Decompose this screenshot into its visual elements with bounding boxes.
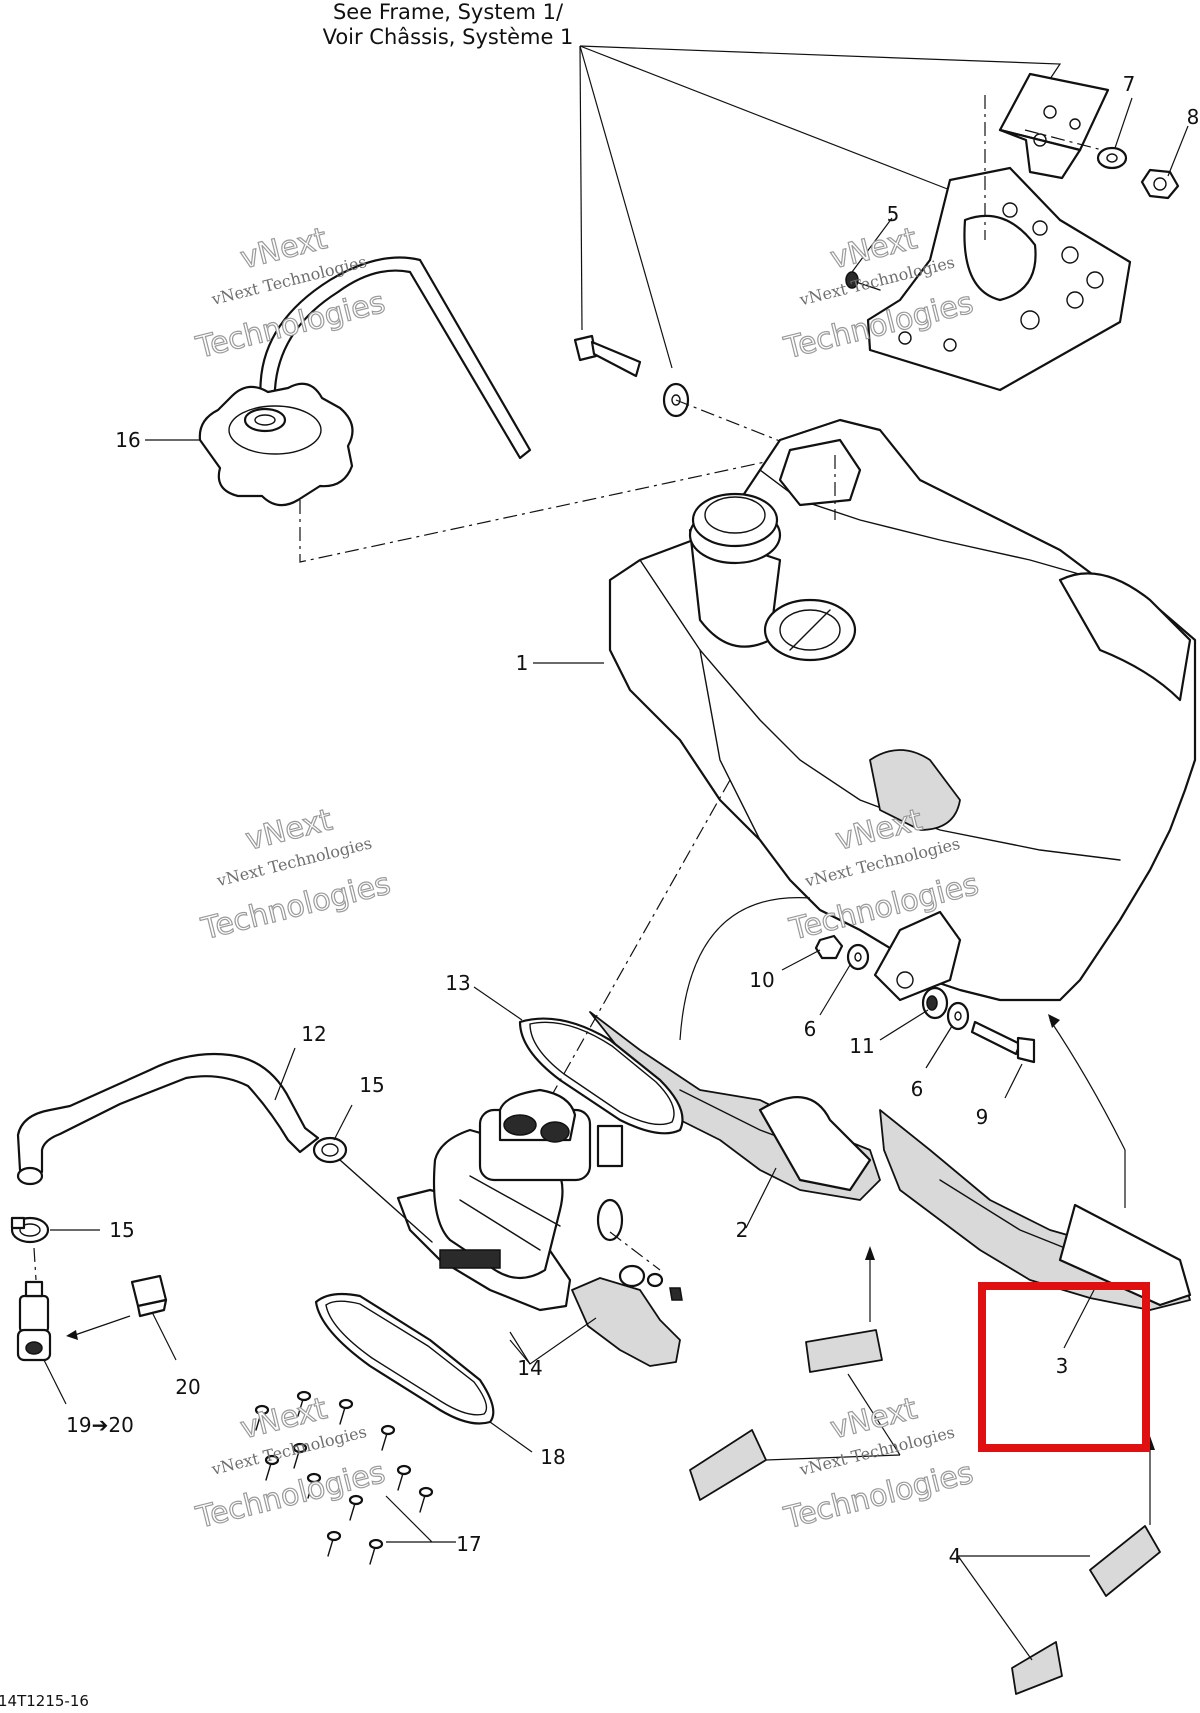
vent-hose-16 [259, 256, 532, 460]
label-part-7: 7 [1123, 72, 1136, 96]
gasket-13 [518, 1017, 684, 1135]
figure-code: 14T1215-16 [0, 1692, 89, 1710]
label-part-19-20: 19➔20 [66, 1413, 134, 1437]
fuel-pump-cover-14 [571, 1277, 681, 1367]
heat-shield-3 [879, 1109, 1192, 1311]
fuel-hose-12 [16, 1052, 320, 1186]
label-part-4: 4 [949, 1544, 962, 1568]
washer-6b [946, 1001, 970, 1031]
assembly-arrows [679, 897, 1155, 1525]
washer-6a [846, 943, 870, 971]
label-part-3: 3 [1056, 1354, 1069, 1378]
label-part-6a: 6 [804, 1017, 817, 1041]
label-part-18: 18 [540, 1445, 565, 1469]
heat-shield-2 [589, 1011, 881, 1201]
label-part-6b: 6 [911, 1077, 924, 1101]
label-part-13: 13 [445, 971, 470, 995]
fuel-pump-14 [396, 1088, 683, 1312]
label-part-20: 20 [175, 1375, 200, 1399]
washer-7 [1096, 146, 1128, 170]
bolt-top [573, 334, 642, 378]
header-line-1: See Frame, System 1/ [333, 0, 564, 24]
mounting-bracket [866, 95, 1132, 392]
foam-pads-4 [689, 1329, 1161, 1695]
bolt-9 [970, 1020, 1036, 1064]
label-part-14: 14 [517, 1356, 542, 1380]
label-part-1: 1 [516, 651, 529, 675]
screws-17 [254, 1390, 434, 1565]
label-part-5: 5 [887, 202, 900, 226]
hose-clamp-15-lower [10, 1216, 50, 1244]
gasket-18 [314, 1292, 495, 1425]
label-part-2: 2 [736, 1218, 749, 1242]
bolt-5 [845, 271, 881, 291]
part-labels: 1 2 3 4 5 6 6 7 8 9 10 11 12 13 14 15 15 [43, 72, 1200, 1568]
label-part-16: 16 [115, 428, 140, 452]
hose-clamp-15-upper [312, 1136, 348, 1164]
spacer-11 [921, 986, 949, 1020]
label-part-15b: 15 [359, 1073, 384, 1097]
label-part-9: 9 [976, 1105, 989, 1129]
watermark-top-left: vNext vNext Technologies Technologies [192, 221, 390, 367]
label-part-11: 11 [849, 1034, 874, 1058]
fuel-cap-16 [198, 382, 354, 507]
frame-bracket-top [998, 72, 1111, 180]
highlight-box-part-3 [978, 1282, 1150, 1452]
label-part-8: 8 [1187, 105, 1200, 129]
quick-connector-19 [16, 1280, 52, 1362]
label-part-17: 17 [456, 1532, 481, 1556]
header-line-2: Voir Châssis, Système 1 [323, 25, 574, 49]
label-part-10: 10 [749, 968, 774, 992]
clip-20 [130, 1274, 168, 1318]
fuel-tank [608, 418, 1197, 1002]
nut-10 [814, 934, 844, 960]
watermark-mid-left: vNext vNext Technologies Technologies [197, 802, 395, 948]
nut-8 [1140, 168, 1180, 200]
label-part-12: 12 [301, 1022, 326, 1046]
label-part-15a: 15 [109, 1218, 134, 1242]
watermark-bottom-left: vNext vNext Technologies Technologies [192, 1391, 390, 1537]
